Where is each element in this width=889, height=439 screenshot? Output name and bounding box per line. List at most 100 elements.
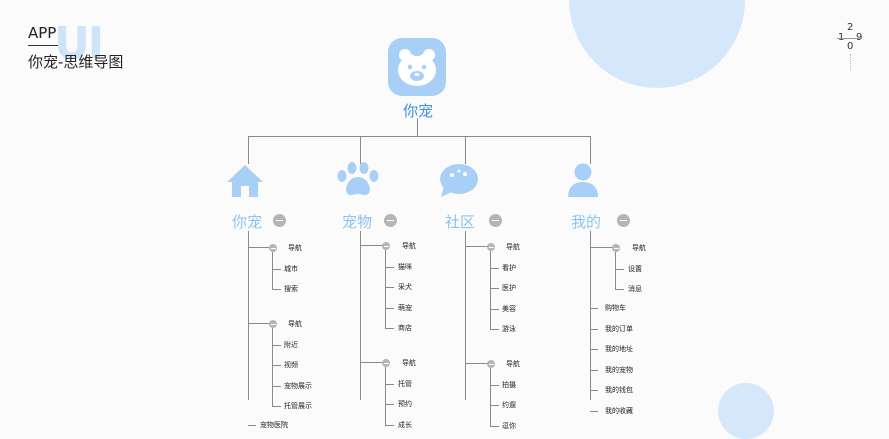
group-connector: [248, 323, 274, 324]
branch-label: 宠物: [342, 213, 373, 231]
list-item: 城市: [284, 264, 298, 273]
app-logo-icon: [388, 38, 446, 96]
header-divider: [28, 45, 58, 46]
branch-collapse-button[interactable]: [617, 214, 630, 227]
list-item: 看护: [502, 263, 516, 272]
branch-spine: [590, 231, 591, 400]
group-collapse-button[interactable]: [382, 242, 390, 250]
child-connector: [272, 406, 281, 407]
paw-icon: [336, 162, 380, 202]
group-label: 导航: [506, 243, 520, 251]
group-spine: [385, 367, 386, 425]
group-collapse-button[interactable]: [269, 320, 277, 328]
list-item: 游泳: [502, 325, 516, 333]
group-label: 导航: [402, 359, 416, 367]
group-connector: [465, 246, 492, 247]
child-connector: [272, 289, 281, 290]
group-label: 导航: [632, 244, 646, 252]
child-connector: [385, 266, 394, 268]
child-connector: [490, 329, 499, 330]
group-collapse-button[interactable]: [382, 359, 390, 367]
group-collapse-button[interactable]: [487, 243, 495, 251]
tail-connector: [248, 425, 256, 426]
group-connector: [360, 245, 387, 246]
list-item: 我的地址: [605, 345, 633, 353]
group-connector: [590, 247, 617, 248]
branch-connector: [360, 136, 361, 164]
child-connector: [385, 424, 394, 426]
list-item: 采犬: [398, 283, 412, 291]
list-item: 设置: [628, 264, 642, 273]
date-digit-2: 2: [847, 22, 854, 33]
child-connector: [385, 328, 394, 329]
list-item: 逗你: [502, 421, 516, 430]
child-connector: [615, 289, 624, 290]
group-connector: [248, 247, 274, 248]
branch-connector: [248, 136, 249, 164]
group-spine: [615, 252, 616, 289]
date-digit-0: 0: [847, 41, 854, 52]
branch-spine: [248, 231, 249, 400]
list-item: 预约: [398, 400, 412, 408]
page-title: 你宠-思维导图: [28, 53, 124, 71]
list-item: 宠物医院: [260, 421, 288, 429]
group-spine: [385, 250, 386, 328]
branch-spine: [360, 231, 361, 400]
list-item: 托管展示: [284, 402, 312, 410]
list-item: 美容: [502, 304, 516, 313]
list-item: 附近: [284, 340, 298, 349]
group-collapse-button[interactable]: [612, 244, 620, 252]
branch-label: 我的: [571, 213, 602, 231]
group-label: 导航: [288, 320, 302, 328]
child-connector: [385, 307, 394, 309]
group-spine: [272, 328, 273, 406]
house-icon: [225, 163, 265, 203]
user-icon: [566, 162, 600, 202]
branch-label: 你宠: [232, 213, 263, 231]
group-connector: [465, 363, 492, 364]
child-connector: [490, 384, 499, 386]
group-label: 导航: [506, 360, 520, 368]
group-label: 导航: [402, 242, 416, 250]
list-item: 我的钱包: [605, 386, 633, 394]
group-spine: [490, 251, 491, 329]
branch-collapse-button[interactable]: [384, 214, 397, 227]
branch-spine: [465, 231, 466, 400]
list-item: 宠物展示: [284, 381, 312, 390]
tail-connector: [590, 308, 598, 309]
tail-connector: [590, 328, 598, 330]
list-item: 搜索: [284, 285, 298, 293]
child-connector: [490, 288, 499, 289]
date-cross-line: [837, 38, 862, 39]
child-connector: [272, 268, 281, 270]
root-connector-horizontal: [248, 136, 590, 137]
child-connector: [385, 287, 394, 288]
list-item: 托管: [398, 379, 412, 388]
child-connector: [272, 344, 281, 346]
child-connector: [490, 267, 499, 269]
decor-circle-top: [569, 0, 745, 88]
list-item: 约遛: [502, 401, 516, 409]
list-item: 成长: [398, 420, 412, 429]
branch-connector: [590, 136, 591, 164]
child-connector: [272, 385, 281, 387]
branch-collapse-button[interactable]: [273, 214, 286, 227]
group-collapse-button[interactable]: [487, 360, 495, 368]
tail-connector: [590, 369, 598, 371]
list-item: 视频: [284, 361, 298, 369]
group-spine: [490, 368, 491, 426]
chat-bubble-icon: [438, 162, 480, 202]
branch-connector: [465, 136, 466, 164]
app-label: APP: [28, 24, 57, 42]
tail-connector: [590, 349, 598, 350]
tail-connector: [590, 410, 598, 412]
list-item: 我的收藏: [605, 406, 633, 415]
list-item: 猫咪: [398, 262, 412, 271]
branch-collapse-button[interactable]: [489, 214, 502, 227]
tail-connector: [590, 390, 598, 391]
group-label: 导航: [288, 244, 302, 252]
child-connector: [272, 365, 281, 366]
root-connector-vertical: [417, 118, 418, 137]
list-item: 我的宠物: [605, 365, 633, 374]
group-collapse-button[interactable]: [269, 244, 277, 252]
